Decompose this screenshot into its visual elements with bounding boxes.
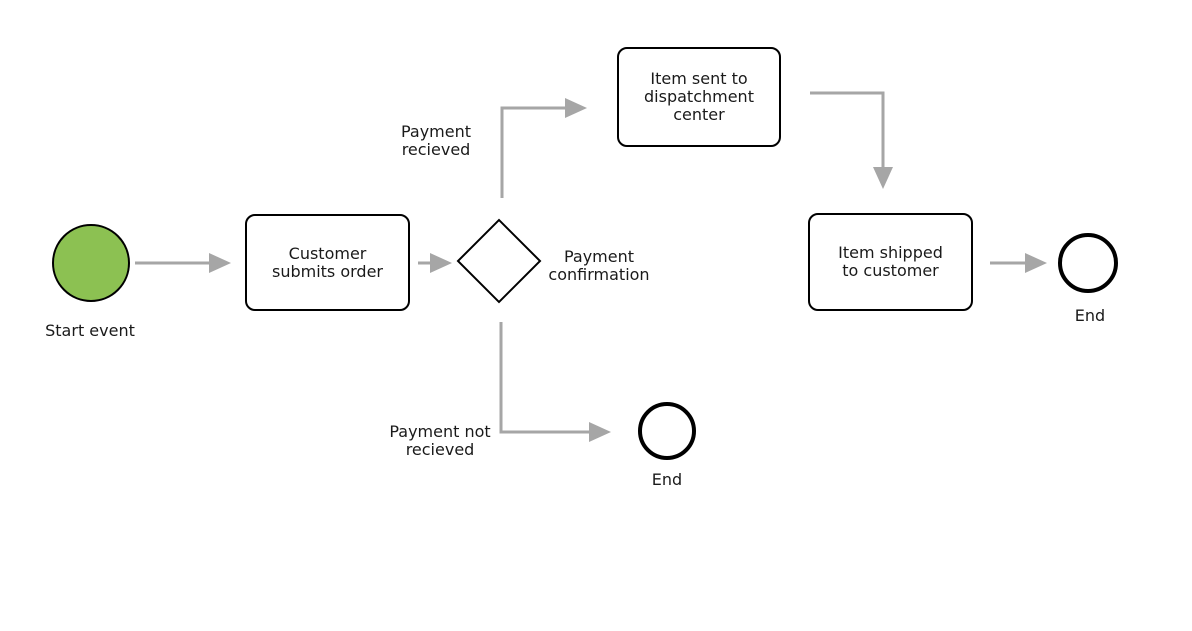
- edge-label-payment-received: Payment recieved: [400, 122, 472, 159]
- connector-gateway-to-item-sent: [500, 98, 587, 198]
- end-event-label-bottom: End: [651, 470, 683, 489]
- gateway-label: Payment confirmation: [548, 247, 650, 284]
- task-label: Item shipped to customer: [838, 243, 943, 280]
- connector-gateway-to-end-bottom: [499, 322, 611, 442]
- task-label: Customer submits order: [271, 243, 384, 281]
- task-item-sent-to-dispatchment-center: Item sent to dispatchment center: [617, 47, 781, 147]
- end-event-label-right: End: [1074, 306, 1106, 325]
- task-label: Item sent to dispatchment center: [644, 69, 754, 124]
- edge-label-payment-not-received: Payment not recieved: [389, 422, 491, 459]
- end-event-node-bottom: [638, 402, 696, 460]
- start-event-label: Start event: [45, 321, 135, 340]
- start-event-node: [52, 224, 130, 302]
- connector-item-sent-to-item-shipped: [810, 91, 893, 189]
- task-item-shipped-to-customer: Item shipped to customer: [808, 213, 973, 311]
- task-customer-submits-order: Customer submits order: [245, 214, 410, 311]
- gateway-payment-confirmation: [456, 218, 542, 304]
- end-event-node-right: [1058, 233, 1118, 293]
